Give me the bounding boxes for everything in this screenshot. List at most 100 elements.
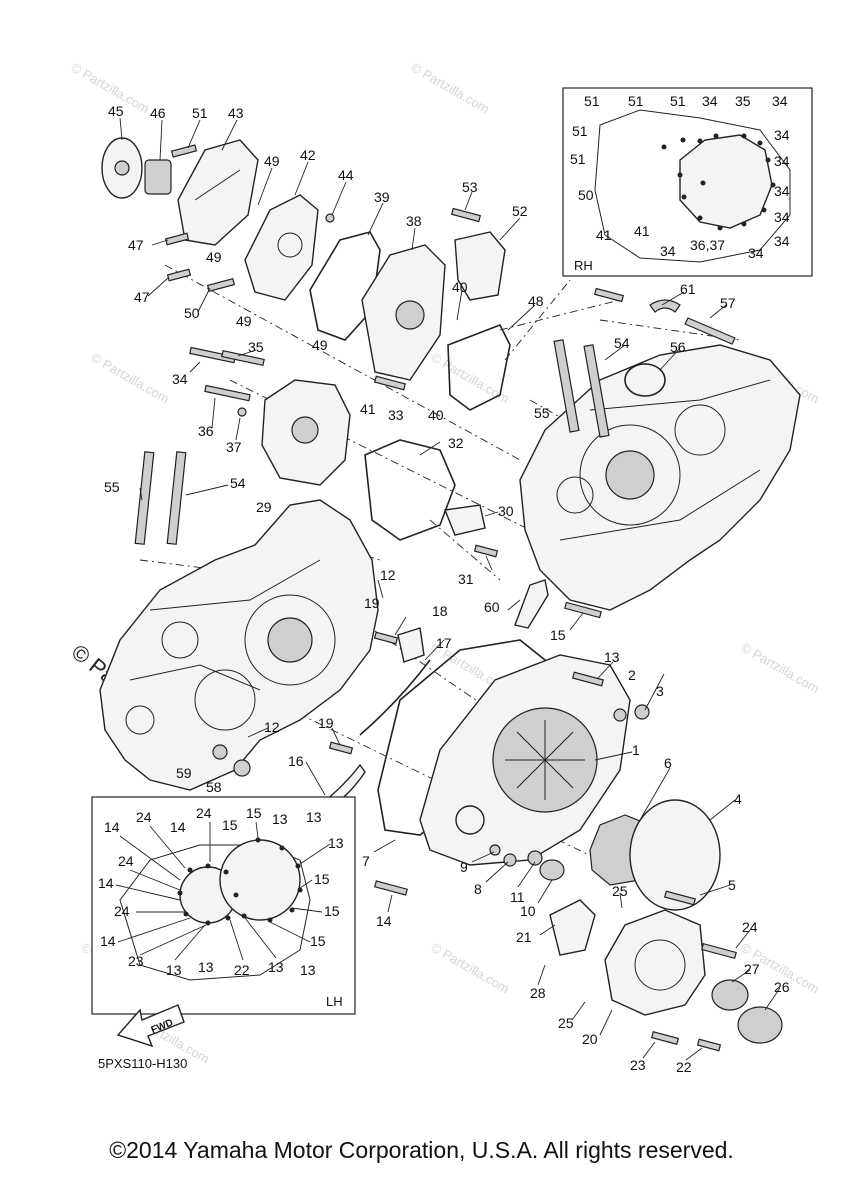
callout-label: 50	[184, 305, 200, 321]
callout-label: 30	[498, 503, 514, 519]
rh-callout: 51	[670, 93, 686, 109]
leader-lines	[119, 117, 781, 1061]
lh-callout: 15	[314, 871, 330, 887]
callout-label: 7	[362, 853, 370, 869]
callout-label: 48	[528, 293, 544, 309]
callout-label: 29	[256, 499, 272, 515]
callout-label: 15	[550, 627, 566, 643]
rh-callout: 34	[748, 245, 764, 261]
callout-label: 9	[460, 859, 468, 875]
part-1-crankcase-cover	[419, 654, 631, 866]
callout-label: 55	[104, 479, 120, 495]
callout-label: 17	[436, 635, 452, 651]
callout-label: 18	[432, 603, 448, 619]
callout-label: 43	[228, 105, 244, 121]
rh-callout: 36,37	[690, 237, 725, 253]
part-21-piece	[549, 899, 596, 956]
rh-callout: 51	[584, 93, 600, 109]
lh-callout: 13	[166, 962, 182, 978]
callout-label: 16	[288, 753, 304, 769]
callout-label: 47	[128, 237, 144, 253]
rh-callout: 34	[772, 93, 788, 109]
callout-label: 49	[236, 313, 252, 329]
callout-label: 49	[264, 153, 280, 169]
callout-labels: 45 46 51 43 49 42 44 39 38 53 52 47 49 4…	[104, 103, 790, 1075]
callout-label: 19	[318, 715, 334, 731]
lh-callout: 15	[310, 933, 326, 949]
callout-label: 25	[558, 1015, 574, 1031]
rh-callout: 41	[634, 223, 650, 239]
lh-callout: 14	[100, 933, 116, 949]
watermark: © Partzilla.com	[409, 60, 492, 117]
rh-callout: 34	[774, 209, 790, 225]
callout-label: 54	[614, 335, 630, 351]
callout-label: 59	[176, 765, 192, 781]
watermark: © Partzilla.com	[429, 350, 512, 407]
callout-label: 58	[206, 779, 222, 795]
callout-label: 27	[744, 961, 760, 977]
callout-label: 12	[264, 719, 280, 735]
callout-label: 42	[300, 147, 316, 163]
callout-label: 33	[388, 407, 404, 423]
callout-label: 14	[376, 913, 392, 929]
rh-callout: 50	[578, 187, 594, 203]
part-48-gasket	[447, 323, 511, 411]
callout-label: 4	[734, 791, 742, 807]
callout-label: 49	[206, 249, 222, 265]
callout-label: 20	[582, 1031, 598, 1047]
rh-inset: RH 51 51 51 34 35 34 51 34 51 34 50 34 4…	[562, 87, 813, 277]
callout-label: 47	[134, 289, 150, 305]
callout-label: 53	[462, 179, 478, 195]
right-crankcase	[519, 344, 801, 611]
lh-callout: 24	[114, 903, 130, 919]
lh-callout: 23	[128, 953, 144, 969]
part-60-bracket	[514, 579, 549, 629]
callout-label: 51	[192, 105, 208, 121]
callout-label: 44	[338, 167, 354, 183]
callout-label: 36	[198, 423, 214, 439]
watermark: © Partzilla.com	[89, 350, 172, 407]
lh-callout: 24	[196, 805, 212, 821]
part-30-plate	[444, 504, 486, 536]
callout-label: 52	[512, 203, 528, 219]
lh-callout: 13	[268, 959, 284, 975]
callout-label: 26	[774, 979, 790, 995]
lh-callout: 13	[306, 809, 322, 825]
lh-tag: LH	[326, 994, 343, 1009]
callout-label: 24	[742, 919, 758, 935]
rh-tag: RH	[574, 258, 593, 273]
lh-callout: 24	[118, 853, 134, 869]
lh-callout: 22	[234, 962, 250, 978]
lh-inset: LH 24 24 15 13 13 14 14 15 13 24 14 15 2…	[91, 796, 356, 1015]
lh-callout: 14	[170, 819, 186, 835]
rh-callout: 34	[774, 183, 790, 199]
callout-label: 10	[520, 903, 536, 919]
callout-label: 23	[630, 1057, 646, 1073]
callout-label: 61	[680, 281, 696, 297]
fasteners	[164, 144, 737, 1052]
part-32-gasket	[364, 439, 456, 541]
callout-label: 34	[172, 371, 188, 387]
lh-callout: 13	[272, 811, 288, 827]
callout-label: 46	[150, 105, 166, 121]
rh-callout: 51	[570, 151, 586, 167]
callout-label: 41	[360, 401, 376, 417]
callout-label: 35	[248, 339, 264, 355]
lh-callout: 14	[104, 819, 120, 835]
rh-callout: 51	[628, 93, 644, 109]
callout-label: 12	[380, 567, 396, 583]
left-crankcase	[99, 499, 379, 791]
part-38-head-cover	[361, 244, 446, 381]
part-57-stud	[684, 317, 736, 345]
lh-callout: 13	[198, 959, 214, 975]
callout-label: 8	[474, 881, 482, 897]
part-27-cap	[711, 979, 749, 1011]
callout-label: 45	[108, 103, 124, 119]
lh-callout: 15	[222, 817, 238, 833]
callout-label: 6	[664, 755, 672, 771]
part-4-round-cover	[629, 799, 721, 911]
callout-label: 49	[312, 337, 328, 353]
lh-callout: 14	[98, 875, 114, 891]
part-45-plate	[101, 137, 143, 199]
